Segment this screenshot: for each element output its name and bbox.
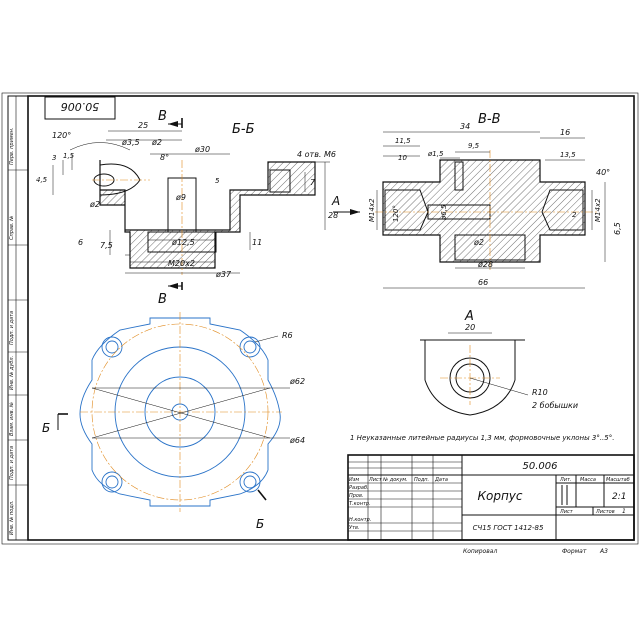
bb-dim-15: 1,5 (63, 152, 75, 160)
general-note: 1 Неуказанные литейные радиусы 1,3 мм, ф… (350, 434, 614, 442)
tb-utv: Утв. (349, 525, 360, 531)
copied-label: Копировал (463, 548, 497, 555)
title-block: Изм Лист № докум. Подп. Дата Разраб. Про… (347, 454, 635, 541)
side-strip: Перв. примен. Справ. № Подп. и дата Инв.… (7, 95, 29, 541)
side-perv: Перв. примен. (9, 127, 15, 165)
bb-dim-25: 25 (138, 121, 148, 130)
bb-dim-d2: ø2 (151, 138, 162, 147)
section-vv: В-В 34 16 11,5 10 ø1,5 9,5 13,5 40° М14х… (368, 112, 622, 289)
vv-dim-40deg: 40° (596, 168, 610, 177)
tb-col-list: Лист (368, 477, 383, 483)
tb-sheets-count: 1 (622, 508, 626, 515)
a-dim-20: 20 (465, 323, 475, 332)
bb-dim-d9: ø9 (175, 193, 186, 202)
side-inv-dubl: Инв. № дубл. (9, 356, 15, 390)
view-v-label-bottom: В (158, 292, 167, 307)
tb-col-izm: Изм (349, 477, 359, 483)
tb-tkontr: Т.контр. (349, 501, 371, 507)
bb-dim-28: 28 (328, 211, 338, 220)
bb-dim-5: 5 (215, 177, 220, 185)
a-dim-r10: R10 (532, 388, 548, 397)
bb-dim-d2b: ø2 (89, 200, 100, 209)
view-a-title: А (464, 309, 474, 324)
bb-dim-8deg: 8° (160, 153, 169, 162)
side-sprav: Справ. № (9, 216, 15, 240)
tb-sheets: Листов (595, 509, 615, 515)
tb-nkontr: Н.контр. (349, 517, 371, 523)
v-dim-d64: ø64 (289, 436, 305, 445)
tb-razrab: Разраб. (349, 485, 369, 491)
bb-dim-3: 3 (52, 154, 56, 162)
vv-dim-d2: ø2 (473, 238, 484, 247)
arrow-a-label: А (331, 194, 340, 208)
vv-dim-m14-right: М14х2 (594, 198, 602, 222)
section-vv-title: В-В (478, 112, 501, 127)
vv-dim-d65: ø6,5 (440, 204, 448, 221)
view-v-label-top: В (158, 109, 167, 124)
bb-dim-d30: ø30 (194, 145, 210, 154)
view-a: А 20 R10 2 бобышки (420, 309, 578, 416)
format-label: Формат (562, 548, 587, 555)
view-v: В R6 ø62 ø64 Б Б (42, 282, 305, 531)
vv-dim-135: 13,5 (560, 151, 576, 159)
tb-material: СЧ15 ГОСТ 1412-85 (473, 524, 544, 532)
side-vzam-inv: Взам. инв. № (9, 402, 15, 436)
bb-dim-holes: 4 отв. М6 (297, 150, 336, 159)
bb-dim-11: 11 (252, 238, 262, 247)
cut-b-left-label: Б (42, 421, 50, 435)
vv-dim-d28: ø28 (477, 260, 493, 269)
section-bb: Б-Б В 25 120° ø3,5 ø2 8° (36, 109, 360, 279)
vv-dim-120: 120° (392, 205, 400, 222)
side-inv-podl: Инв. № подл. (9, 501, 15, 536)
vv-dim-66: 66 (478, 278, 488, 287)
tb-scale: 2:1 (612, 492, 626, 502)
vv-dim-115: 11,5 (395, 137, 411, 145)
vv-dim-m14-left: М14х2 (368, 198, 376, 222)
tb-scale-label: Масштаб (606, 477, 630, 483)
tb-col-data: Дата (434, 477, 448, 483)
vv-dim-d15: ø1,5 (427, 150, 444, 158)
vv-dim-95: 9,5 (468, 142, 480, 150)
section-bb-title: Б-Б (232, 122, 255, 137)
vv-dim-65: 6,5 (613, 222, 622, 235)
tb-prov: Пров. (349, 493, 364, 499)
tb-mass: Масса (580, 477, 596, 483)
format-value: А3 (599, 548, 608, 555)
bb-dim-d37: ø37 (215, 270, 232, 279)
tb-lit: Лит. (559, 477, 572, 483)
tb-sheet: Лист (559, 509, 574, 515)
tb-col-podp: Подп. (414, 477, 429, 483)
v-dim-r6: R6 (282, 331, 293, 340)
bb-dim-6: 6 (78, 238, 83, 247)
sheet-frame (1, 92, 639, 545)
tb-part-name: Корпус (477, 489, 522, 503)
side-podp-data-1: Подп. и дата (9, 311, 15, 345)
bb-dim-7: 7 (310, 178, 316, 187)
a-dim-bosses: 2 бобышки (532, 401, 578, 410)
rotated-stamp: 50.006 (44, 96, 116, 120)
vv-dim-16: 16 (560, 128, 570, 137)
vv-dim-10: 10 (398, 154, 407, 162)
stamp-number: 50.006 (61, 100, 100, 113)
tb-col-doc: № докум. (382, 477, 408, 483)
bb-dim-45: 4,5 (36, 176, 48, 184)
bb-dim-m20: М20х2 (168, 259, 195, 268)
bb-dim-120: 120° (52, 131, 71, 140)
tb-doc-number: 50.006 (523, 461, 558, 472)
bb-dim-d35: ø3,5 (121, 138, 140, 147)
vv-dim-2: 2 (572, 211, 577, 219)
vv-dim-34: 34 (460, 122, 470, 131)
bb-dim-75: 7,5 (100, 241, 113, 250)
side-podp-data-2: Подп. и дата (9, 446, 15, 480)
cut-b-right-label: Б (256, 517, 264, 531)
bb-dim-d125: ø12,5 (171, 238, 195, 247)
v-dim-d62: ø62 (289, 377, 305, 386)
